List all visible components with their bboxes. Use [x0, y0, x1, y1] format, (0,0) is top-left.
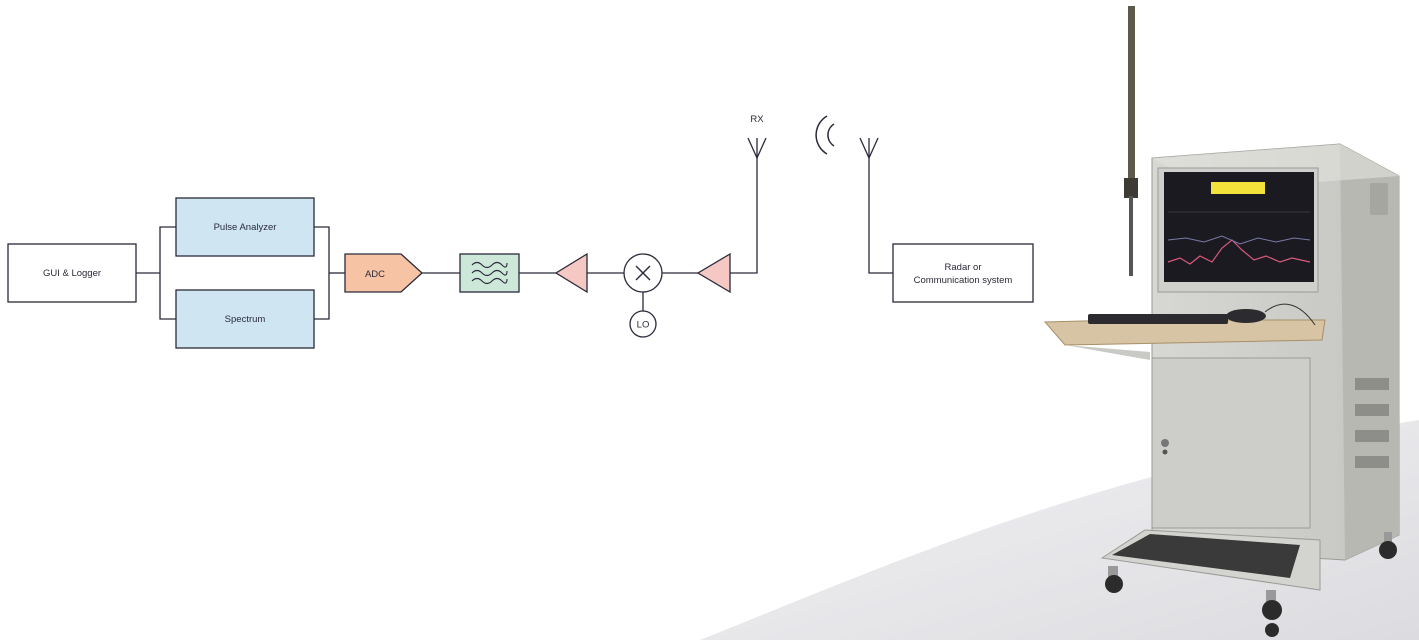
radar-line2-label: Communication system [914, 275, 1013, 286]
keyboard [1088, 314, 1228, 324]
cabinet-door [1151, 357, 1311, 529]
pulse-analyzer-label: Pulse Analyzer [214, 222, 277, 233]
adc-label: ADC [365, 269, 385, 280]
connection-lines [136, 158, 893, 320]
filter-icon [459, 253, 520, 293]
radio-waves-icon [815, 115, 835, 155]
adc-block: ADC [344, 253, 423, 293]
rx-label: RX [750, 114, 764, 125]
antenna-icon [747, 137, 767, 159]
radar-line1-label: Radar or [945, 262, 982, 273]
lo-oscillator: LO [629, 310, 657, 338]
caster-wheels [1105, 532, 1397, 637]
door-lock [1161, 439, 1169, 447]
spectrum-block: Spectrum [175, 289, 315, 349]
lo-label: LO [637, 320, 650, 331]
vent-grille [1355, 183, 1389, 468]
gui-logger-block: GUI & Logger [7, 243, 137, 303]
amplifier-icon [554, 252, 588, 294]
mast-antenna [1128, 6, 1135, 192]
gui-logger-label: GUI & Logger [43, 268, 101, 279]
pulse-analyzer-block: Pulse Analyzer [175, 197, 315, 257]
spectrum-label: Spectrum [225, 314, 266, 325]
equipment-cabinet [1043, 6, 1400, 637]
mouse [1226, 309, 1266, 323]
mixer-icon [623, 253, 663, 293]
amplifier-icon [696, 252, 731, 294]
antenna-icon [859, 137, 879, 159]
footrest-mat [1112, 534, 1300, 578]
radar-communication-block: Radar or Communication system [892, 243, 1034, 303]
